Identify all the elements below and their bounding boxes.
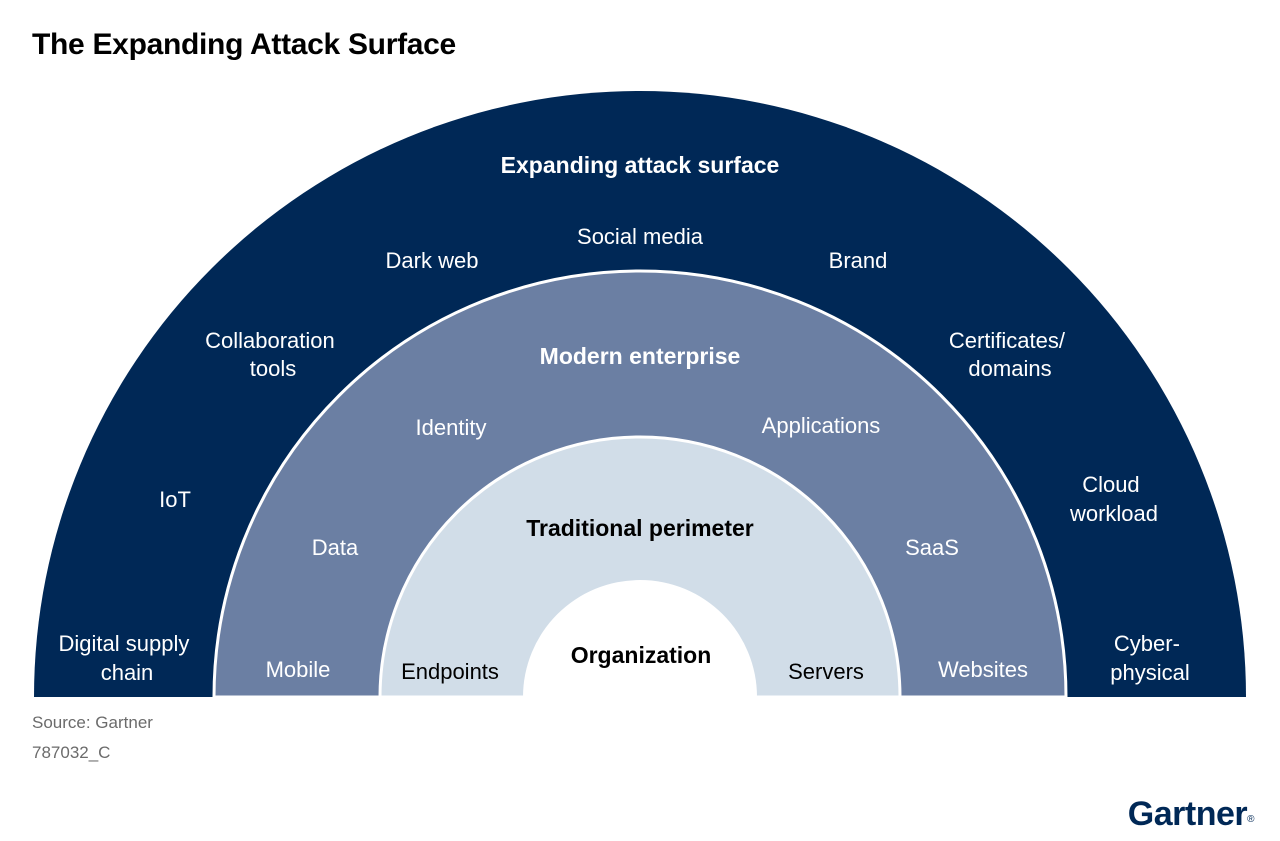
- label-iot: IoT: [159, 487, 191, 512]
- label-social-media: Social media: [577, 224, 704, 249]
- label-mobile: Mobile: [266, 657, 331, 682]
- label-organization: Organization: [571, 642, 712, 668]
- page-title: The Expanding Attack Surface: [32, 28, 456, 61]
- registered-mark: ®: [1247, 814, 1254, 825]
- label-line: domains: [968, 356, 1051, 381]
- label-data: Data: [312, 535, 359, 560]
- label-websites: Websites: [938, 657, 1028, 682]
- label-line: Collaboration: [205, 328, 335, 353]
- gartner-logo: Gartner®: [1127, 795, 1255, 834]
- label-line: Certificates/: [949, 328, 1066, 353]
- center-circle: [523, 580, 757, 697]
- source-note: Source: Gartner: [32, 713, 153, 732]
- label-line: chain: [101, 660, 154, 685]
- label-endpoints: Endpoints: [401, 659, 499, 684]
- label-brand: Brand: [829, 248, 888, 273]
- label-cyber-physical: Cyber- physical: [1110, 631, 1189, 685]
- label-cloud-workload: Cloud workload: [1069, 472, 1158, 526]
- ring-title-expanding: Expanding attack surface: [501, 152, 780, 178]
- label-collaboration-tools: Collaboration tools: [205, 328, 341, 381]
- label-applications: Applications: [762, 413, 881, 438]
- label-dark-web: Dark web: [386, 248, 479, 273]
- label-line: tools: [250, 356, 296, 381]
- label-identity: Identity: [416, 415, 487, 440]
- label-line: Cloud: [1082, 472, 1139, 497]
- label-line: Cyber-: [1114, 631, 1180, 656]
- ring-title-traditional-perimeter: Traditional perimeter: [526, 515, 754, 541]
- label-saas: SaaS: [905, 535, 959, 560]
- label-servers: Servers: [788, 659, 864, 684]
- label-line: Digital supply: [59, 631, 190, 656]
- figure-id: 787032_C: [32, 743, 111, 762]
- ring-title-modern-enterprise: Modern enterprise: [540, 343, 741, 369]
- label-digital-supply-chain: Digital supply chain: [59, 631, 196, 685]
- label-line: physical: [1110, 660, 1189, 685]
- label-line: workload: [1069, 501, 1158, 526]
- inner-ring: [378, 435, 902, 699]
- logo-text: Gartner: [1127, 795, 1248, 833]
- label-certificates-domains: Certificates/ domains: [949, 328, 1071, 381]
